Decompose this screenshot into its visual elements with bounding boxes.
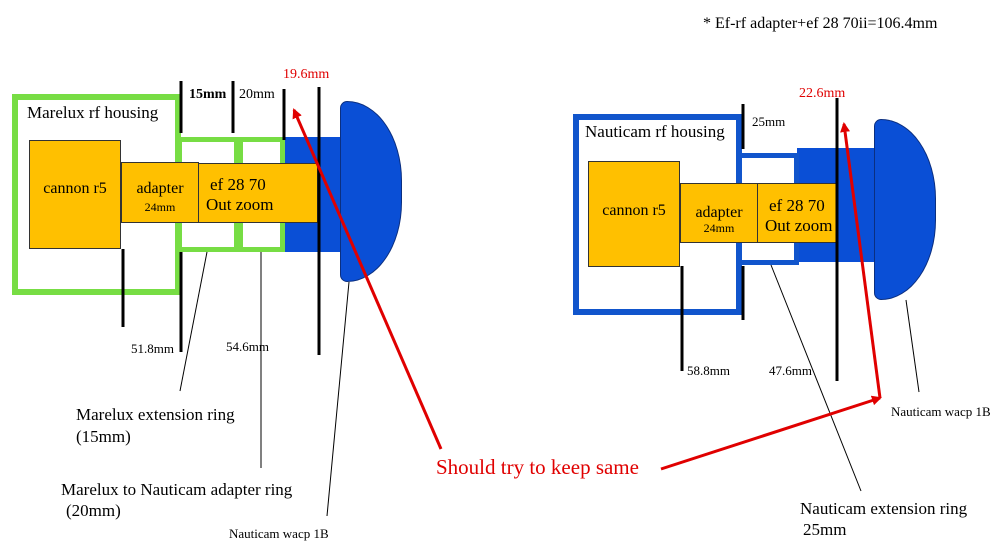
- right-lens-zoom: Out zoom: [765, 216, 833, 235]
- total-length-note: * Ef-rf adapter+ef 28 70ii=106.4mm: [703, 15, 938, 32]
- left-port-leader: [326, 281, 350, 517]
- right-port-leader: [905, 299, 920, 393]
- right-dim-47-6mm: 47.6mm: [769, 363, 812, 378]
- right-ext-ring-label: Nauticam extension ring: [800, 499, 968, 518]
- left-wacp-dome: [340, 101, 402, 282]
- left-lens-zoom: Out zoom: [206, 195, 274, 214]
- left-port-label: Nauticam wacp 1B: [229, 526, 329, 541]
- right-dim-25mm: 25mm: [752, 114, 786, 129]
- left-lens-name: ef 28 70: [210, 175, 266, 194]
- left-dim-15mm: 15mm: [189, 87, 227, 102]
- left-housing-label: Marelux rf housing: [27, 103, 159, 122]
- right-dim-58-8mm: 58.8mm: [687, 363, 730, 378]
- right-lens-name: ef 28 70: [769, 196, 825, 215]
- left-camera-label: cannon r5: [43, 180, 107, 197]
- left-adapter-label: adapter: [136, 180, 184, 197]
- left-camera-body: [29, 140, 121, 249]
- left-dim-20mm: 20mm: [239, 87, 275, 102]
- right-wacp-dome: [874, 119, 936, 300]
- right-ext-ring-size: 25mm: [803, 520, 847, 539]
- right-camera-body: [588, 161, 680, 267]
- left-adapter-ring-size: (20mm): [66, 501, 121, 520]
- left-leader-lines: [179, 251, 350, 517]
- callout-red-arrow: [660, 395, 882, 471]
- left-dim-51-8mm: 51.8mm: [131, 341, 174, 356]
- right-dim-22-6mm: 22.6mm: [799, 86, 846, 101]
- left-adapter-ring-label: Marelux to Nauticam adapter ring: [61, 480, 293, 499]
- right-port-label: Nauticam wacp 1B: [891, 404, 991, 419]
- left-dim-19-6mm: 19.6mm: [283, 67, 330, 82]
- right-adapter-size: 24mm: [703, 221, 735, 235]
- left-ext-ring-size: (15mm): [76, 427, 131, 446]
- right-housing-label: Nauticam rf housing: [585, 122, 725, 141]
- right-camera-label: cannon r5: [602, 202, 666, 219]
- left-ext-ring-label: Marelux extension ring: [76, 405, 235, 424]
- left-dim-54-6mm: 54.6mm: [226, 339, 269, 354]
- left-adapter-size: 24mm: [144, 200, 176, 214]
- left-ext-ring-leader: [179, 251, 208, 392]
- keep-same-callout: Should try to keep same: [436, 455, 639, 479]
- right-adapter-label: adapter: [695, 204, 743, 221]
- left-adapter-block: [121, 162, 199, 223]
